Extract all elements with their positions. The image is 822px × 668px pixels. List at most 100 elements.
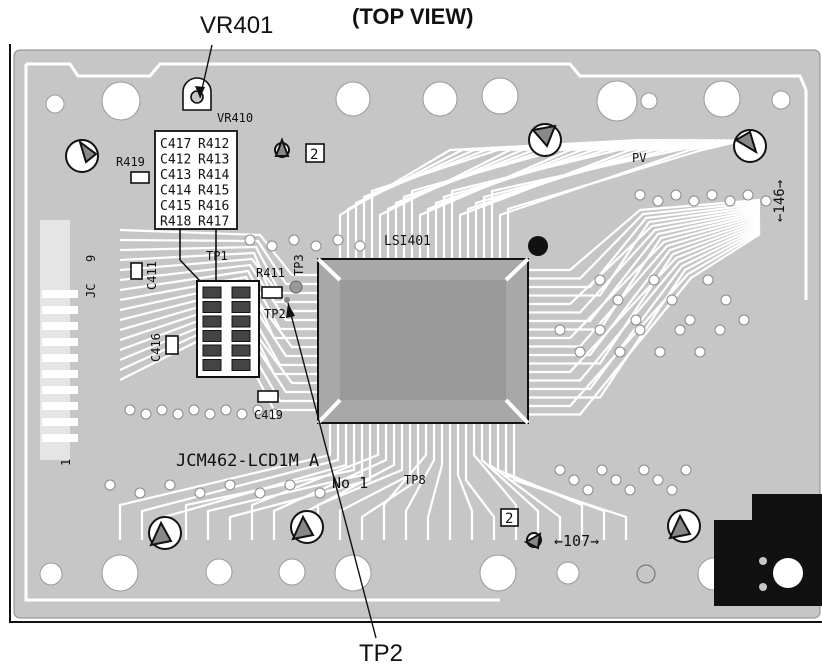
pad-dot [624,484,636,496]
left-connector [40,220,78,460]
label-vr410: VR410 [217,111,253,125]
label-tp8: TP8 [404,473,426,487]
header-pad [231,286,251,299]
trace [119,228,318,277]
label-lsi401: LSI401 [384,234,431,249]
component-box [154,130,238,230]
trace [119,238,318,286]
trace [404,423,436,540]
pad-dot [706,189,718,201]
pad-dot [268,408,280,420]
trace [528,224,761,382]
pad-dot [332,234,344,246]
leader-vr401-arrow [195,86,205,98]
pad-dot [254,487,266,499]
label-r419: R419 [116,155,145,169]
trace [118,423,332,540]
component-label: R413 [198,153,229,168]
pin1-dot [528,236,548,256]
board-inner-border [24,62,808,602]
pad-dot [674,324,686,336]
label-board-name: JCM462-LCD1M A [176,451,319,471]
pad-dot [630,314,642,326]
trace [528,198,761,272]
pad-dot [224,479,236,491]
pad-dot [104,479,116,491]
pad-dot [156,404,168,416]
trace [119,305,318,385]
header-pad [231,301,251,313]
label-tp1: TP1 [206,249,228,263]
pad-dot [266,240,278,252]
trace [528,202,761,289]
trace [119,251,318,304]
pad-dot [554,464,566,476]
pad-dot [654,346,666,358]
pad-dot [284,479,296,491]
pad-dot [738,314,750,326]
marker-squares [305,143,519,527]
pad-dot [634,189,646,201]
trace-fan-top [338,138,746,259]
trace [528,220,761,365]
trace [528,206,761,306]
pad-dot [594,324,606,336]
header-pad [202,330,222,342]
trace [528,210,761,323]
trace [528,233,761,416]
trace [119,281,318,349]
pad-dot [188,404,200,416]
marker-2a: 2 [310,147,318,163]
component-label: R415 [198,184,229,199]
dimension-146: ←146→ [772,180,788,222]
pad-dot [252,404,264,416]
pad-dot [652,474,664,486]
pad-dot [760,195,772,207]
tp3-pad [289,280,303,294]
pad-dot [124,404,136,416]
header-pad [231,330,251,342]
pad-dot [582,484,594,496]
component-label: C412 [160,153,191,168]
label-board-no: No 1 [332,474,368,492]
trace [456,423,474,540]
pad-dot [666,484,678,496]
trace [528,231,761,408]
pad-dot [684,314,696,326]
trace [184,423,356,540]
pad-dot [288,234,300,246]
pad-dot [594,274,606,286]
label-c411: C411 [145,261,159,290]
dimension-107: ←107→ [554,532,599,550]
component-label: R417 [198,215,229,230]
trace [119,245,318,295]
trace [272,423,388,540]
header-pad [231,359,251,371]
tp2-pad [284,297,290,303]
trace [338,423,412,540]
pad-dot [164,479,176,491]
trace [528,204,761,297]
trace [119,257,318,313]
tp1-header [179,228,260,378]
callout-vr401: VR401 [200,12,274,39]
trace [528,214,761,340]
pad-dot [694,346,706,358]
pad-dot [742,189,754,201]
pad-dot [140,408,152,420]
alignment-marks [65,123,767,550]
small-passives [130,171,283,403]
pad-dot [666,294,678,306]
header-pad [202,286,222,299]
marker-2b: 2 [505,511,513,527]
fiducial-ring [636,564,656,584]
label-tp3: TP3 [292,254,306,276]
pad-dot [236,408,248,420]
label-c419: C419 [254,408,283,422]
trace [382,423,428,540]
trace [528,218,761,357]
component-label: R418 [160,215,191,230]
trace-fan-bottom [118,423,628,540]
pad-dot [652,195,664,207]
